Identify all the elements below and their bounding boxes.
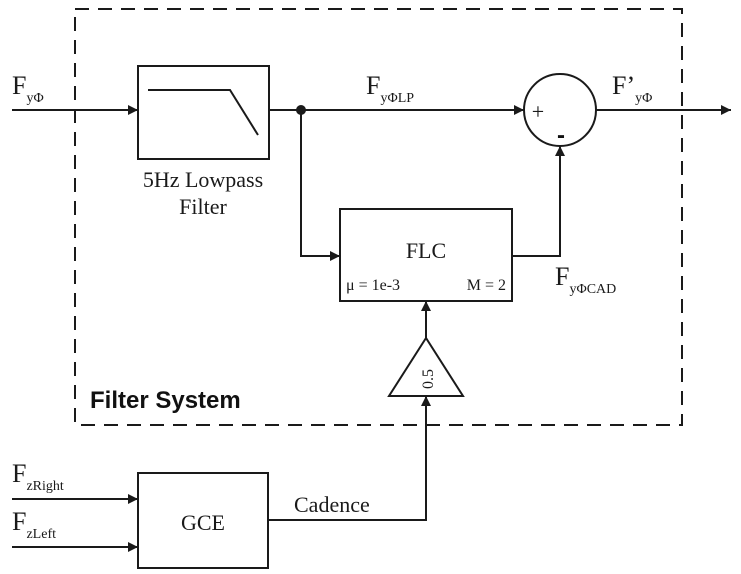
flc-title: FLC [406,238,446,263]
cadence-label: Cadence [294,492,370,517]
cad-signal-label: FyΦCAD [555,262,616,297]
filter-system-label: Filter System [90,387,241,414]
branch-to-flc-wire [300,110,340,261]
cadence-wire [268,396,431,521]
gain-value: 0.5 [420,369,437,389]
lowpass-output-label: FyΦLP [366,71,414,106]
lowpass-filter-block [137,65,270,160]
summer-plus-sign: + [532,99,544,124]
z-right-signal-label: FzRight [12,459,64,494]
flc-m-param: M = 2 [467,277,506,294]
filter-system-boundary [74,8,683,426]
flc-mu-param: μ = 1e-3 [346,277,400,294]
input-signal-label: FyΦ [12,71,44,106]
gce-title: GCE [181,510,225,535]
lowpass-response-icon [148,89,259,136]
lowpass-label-line2: Filter [179,194,227,219]
output-signal-label: F’yΦ [612,71,652,106]
summer-minus-sign: - [557,122,565,149]
z-left-signal-label: FzLeft [12,507,56,542]
flc-output-wire [512,146,565,257]
lowpass-label-line1: 5Hz Lowpass [143,167,263,192]
